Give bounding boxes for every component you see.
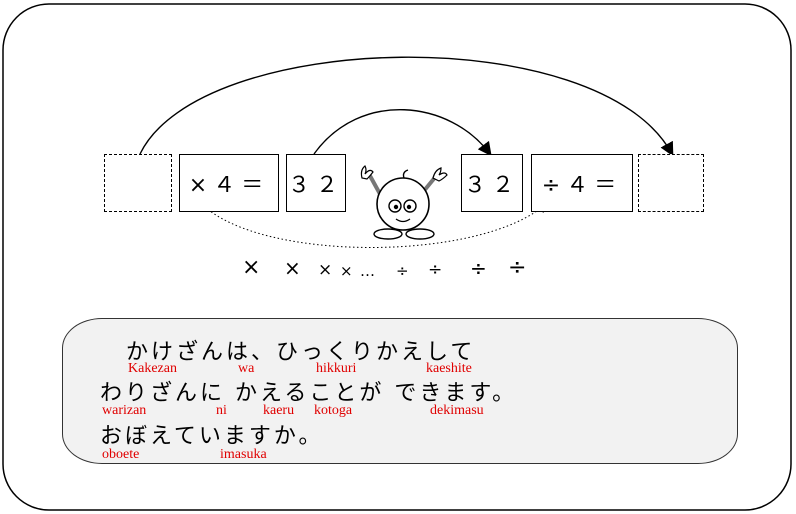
romaji-word: hikkuri	[316, 361, 357, 376]
operator-times: ×	[340, 262, 353, 280]
number-right-box: ３２	[461, 154, 523, 212]
operator-times: ×	[242, 255, 261, 280]
romaji-word: oboete	[102, 447, 140, 462]
romaji-word: dekimasu	[430, 403, 484, 418]
explanation-bubble	[62, 318, 738, 464]
romaji-word: kotoga	[314, 403, 353, 418]
operator-times: ×	[284, 256, 301, 280]
ball-mascot-icon	[360, 165, 448, 240]
left-blank-box	[104, 154, 172, 212]
number-left-box: ３２	[286, 154, 346, 212]
romaji-word: kaeshite	[426, 361, 472, 376]
big-arc-arrow	[139, 56, 674, 157]
divide-four-box: ÷４＝	[531, 154, 633, 212]
explanation-line-3: おぼえていますか。	[100, 424, 324, 449]
operator-sequence: × × × × … ÷ ÷ ÷ ÷	[236, 252, 536, 282]
operator-divide: ÷	[396, 262, 409, 280]
romaji-word: imasuka	[220, 447, 267, 462]
romaji-word: kaeru	[263, 403, 295, 418]
dotted-arc-arrow	[201, 202, 548, 248]
romaji-word: wa	[238, 361, 255, 376]
romaji-word: Kakezan	[128, 361, 177, 376]
operator-divide: ÷	[508, 255, 527, 280]
operator-times: ×	[318, 260, 333, 280]
small-arc-arrow	[313, 109, 492, 157]
operator-divide: ÷	[470, 256, 487, 280]
explanation-line-1: かけざんは、ひっくりかえして	[126, 340, 476, 365]
outer-frame	[2, 3, 792, 511]
romaji-word: ni	[216, 403, 227, 418]
romaji-word: warizan	[102, 403, 147, 418]
explanation-line-2: わりざんに かえることが できます。	[100, 381, 518, 406]
operator-ellipsis: …	[360, 262, 375, 280]
times-four-box: ×４＝	[179, 154, 279, 212]
right-blank-box	[638, 154, 704, 212]
operator-divide: ÷	[428, 260, 443, 280]
